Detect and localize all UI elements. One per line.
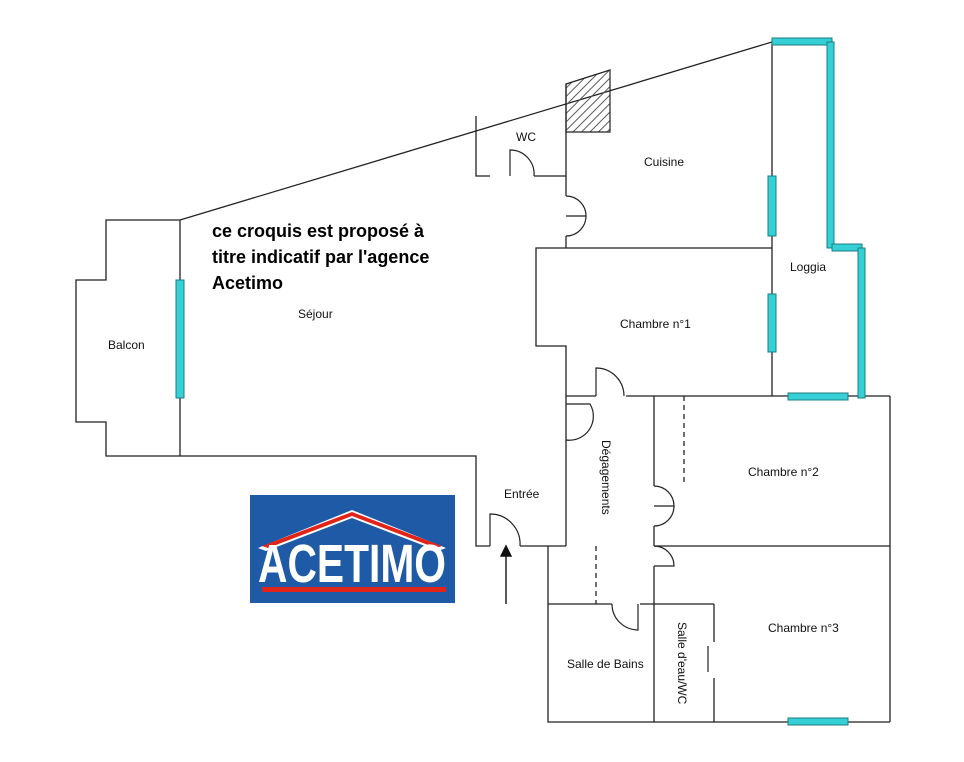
label-salle-eau-wc: Salle d'eau/WC xyxy=(675,622,689,705)
doors xyxy=(489,149,709,672)
label-cuisine: Cuisine xyxy=(644,155,684,169)
entrance-arrow-icon xyxy=(499,544,513,604)
disclaimer-text: ce croquis est proposé à titre indicatif… xyxy=(212,218,512,296)
label-degagements: Dégagements xyxy=(599,440,613,515)
label-chambre-3: Chambre n°3 xyxy=(768,621,839,635)
label-sejour: Séjour xyxy=(298,307,333,321)
dashed-partitions xyxy=(595,396,685,604)
label-salle-de-bains: Salle de Bains xyxy=(567,657,644,671)
windows xyxy=(175,37,866,726)
hatched-shaft xyxy=(565,69,611,133)
logo-text: ACETIMO xyxy=(258,534,446,594)
room-labels: WC Cuisine Loggia Balcon Séjour Chambre … xyxy=(108,130,839,705)
label-entree: Entrée xyxy=(504,487,540,501)
label-chambre-1: Chambre n°1 xyxy=(620,317,691,331)
label-balcon: Balcon xyxy=(108,338,145,352)
label-wc: WC xyxy=(516,130,536,144)
disclaimer-line-1: ce croquis est proposé à xyxy=(212,221,425,241)
label-chambre-2: Chambre n°2 xyxy=(748,465,819,479)
acetimo-logo: ACETIMO xyxy=(250,495,455,603)
label-loggia: Loggia xyxy=(790,260,826,274)
walls xyxy=(75,41,891,723)
disclaimer-line-3: Acetimo xyxy=(212,273,284,293)
disclaimer-line-2: titre indicatif par l'agence xyxy=(212,247,430,267)
